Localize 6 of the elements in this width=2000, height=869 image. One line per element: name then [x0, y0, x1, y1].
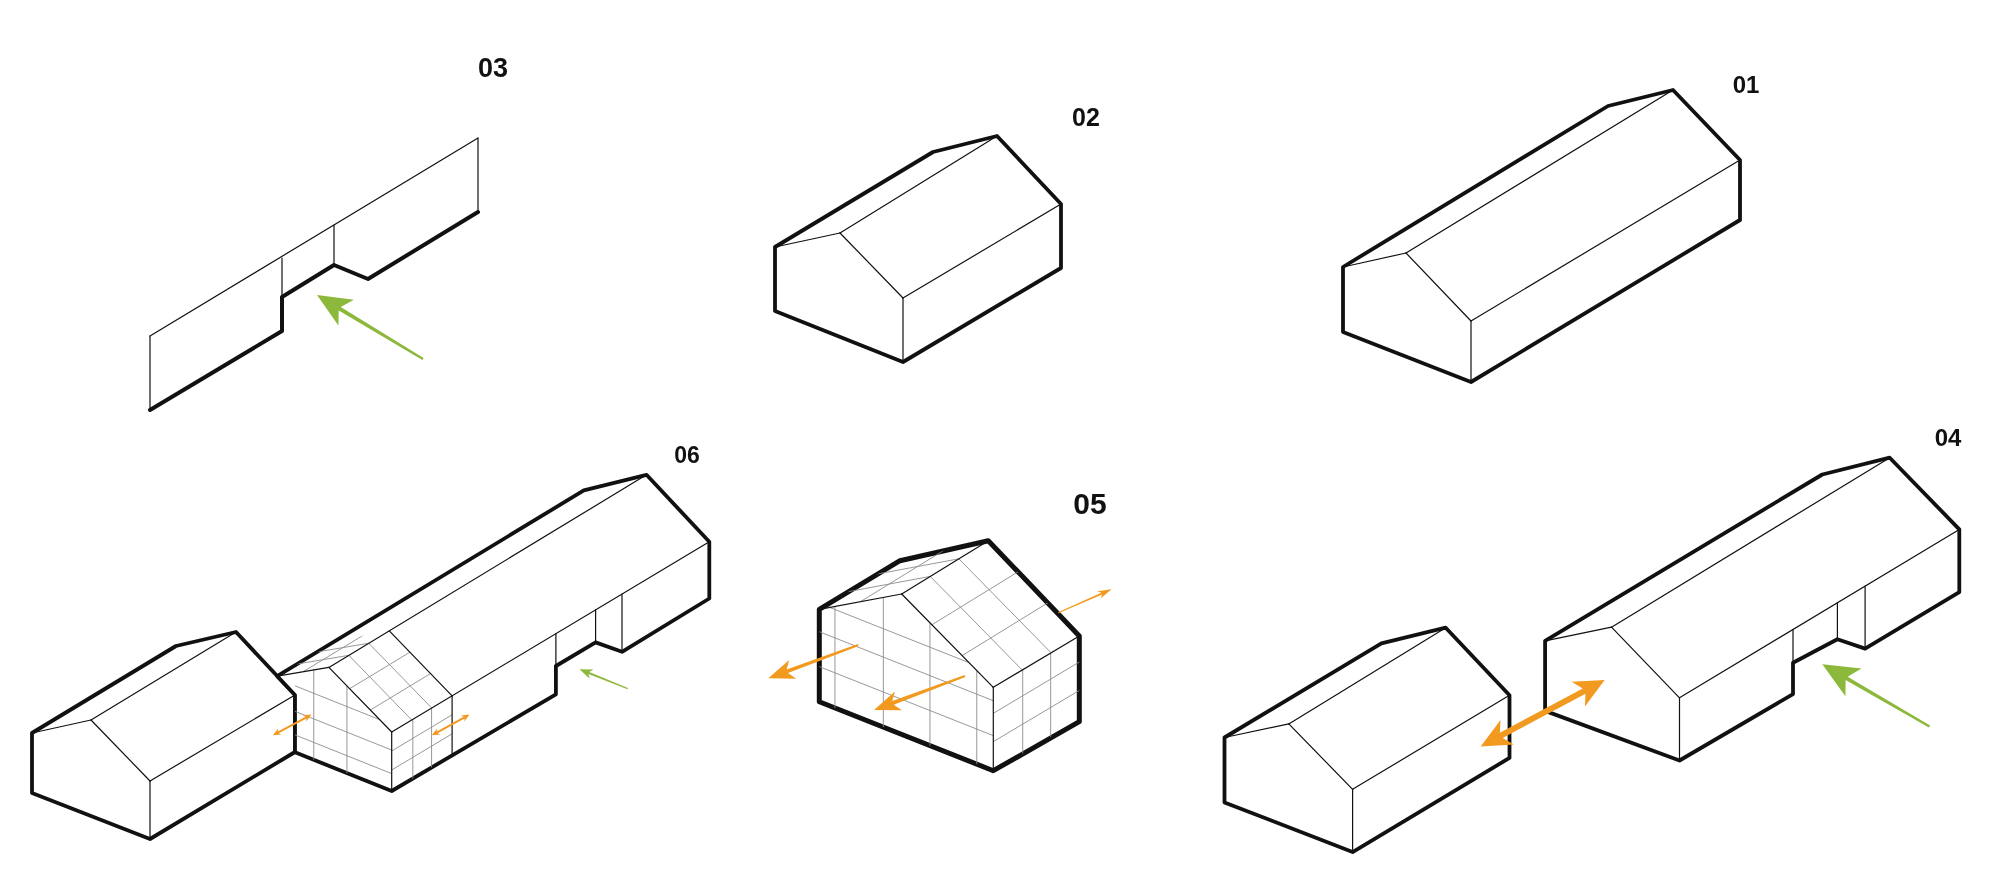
step-number: 04 — [1934, 426, 1962, 450]
step-number: 03 — [478, 54, 508, 82]
step-number: 06 — [674, 443, 700, 467]
step-number: 05 — [1073, 489, 1107, 519]
step-number: 02 — [1072, 104, 1100, 130]
step-number: 01 — [1732, 73, 1760, 97]
